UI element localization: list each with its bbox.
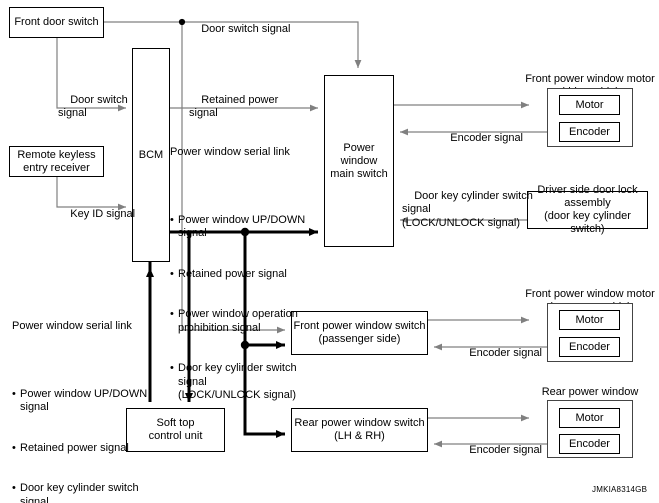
block-front-door-switch[interactable]: Front door switch bbox=[9, 7, 104, 38]
block-front-door-switch-label: Front door switch bbox=[14, 16, 99, 28]
block-encoder-passenger-label: Encoder bbox=[569, 340, 610, 353]
block-bcm-label: BCM bbox=[138, 148, 164, 161]
label-key-id-signal-text: Key ID signal bbox=[70, 207, 136, 220]
serial-link-upper-heading: Power window serial link bbox=[170, 146, 290, 158]
serial-link-upper: Power window serial link Power window UP… bbox=[170, 119, 320, 457]
block-encoder-rear[interactable]: Encoder bbox=[559, 434, 620, 454]
serial-link-lower: Power window serial link Power window UP… bbox=[12, 293, 162, 503]
figure-code: JMKIA8314GB bbox=[592, 485, 647, 494]
block-driver-side-door-lock-assembly[interactable]: Driver side door lock assembly (door key… bbox=[527, 184, 648, 235]
block-encoder-rear-label: Encoder bbox=[569, 437, 610, 450]
block-encoder-driver[interactable]: Encoder bbox=[559, 122, 620, 142]
list-item: Door key cylinder switch signal (LOCK/UN… bbox=[12, 482, 162, 503]
label-door-switch-signal: Door switch signal bbox=[58, 80, 128, 134]
block-soft-top-label: Soft top control unit bbox=[148, 417, 203, 442]
serial-link-lower-heading: Power window serial link bbox=[12, 320, 132, 332]
serial-link-upper-items: Power window UP/DOWN signal Retained pow… bbox=[170, 187, 320, 430]
block-motor-rear[interactable]: Motor bbox=[559, 408, 620, 428]
block-motor-rear-label: Motor bbox=[575, 411, 604, 424]
label-encoder-signal-passenger-text: Encoder signal bbox=[469, 346, 543, 359]
block-motor-driver[interactable]: Motor bbox=[559, 95, 620, 115]
block-rear-pw-switch-label: Rear power window switch (LH & RH) bbox=[294, 417, 425, 442]
list-item: Power window operation prohibition signa… bbox=[170, 308, 320, 335]
block-motor-passenger[interactable]: Motor bbox=[559, 310, 620, 330]
block-power-window-main-switch[interactable]: Power window main switch bbox=[324, 75, 394, 247]
label-door-switch-signal-top-text: Door switch signal bbox=[201, 22, 291, 35]
label-encoder-signal-driver-text: Encoder signal bbox=[450, 131, 524, 144]
block-remote-keyless-entry-receiver[interactable]: Remote keyless entry receiver bbox=[9, 146, 104, 177]
list-item: Door key cylinder switch signal (LOCK/UN… bbox=[170, 362, 320, 403]
block-pw-main-switch-label: Power window main switch bbox=[330, 141, 388, 180]
list-item: Retained power signal bbox=[170, 268, 320, 282]
block-encoder-passenger[interactable]: Encoder bbox=[559, 337, 620, 357]
label-door-switch-signal-text: Door switch signal bbox=[58, 93, 128, 120]
block-motor-passenger-label: Motor bbox=[575, 313, 604, 326]
label-retained-power-signal: Retained power signal bbox=[189, 80, 278, 134]
block-encoder-driver-label: Encoder bbox=[569, 125, 610, 138]
label-encoder-signal-rear: Encoder signal bbox=[457, 430, 542, 471]
junction-dot bbox=[178, 18, 186, 26]
list-item: Retained power signal bbox=[12, 442, 162, 456]
label-door-switch-signal-top: Door switch signal bbox=[189, 9, 291, 50]
label-encoder-signal-passenger: Encoder signal bbox=[457, 333, 542, 374]
block-remote-keyless-label: Remote keyless entry receiver bbox=[17, 148, 96, 174]
label-retained-power-signal-text: Retained power signal bbox=[189, 93, 279, 120]
block-bcm[interactable]: BCM bbox=[132, 48, 170, 262]
block-rear-power-window-switch[interactable]: Rear power window switch (LH & RH) bbox=[291, 408, 428, 452]
label-encoder-signal-driver: Encoder signal bbox=[438, 118, 523, 159]
list-item: Power window UP/DOWN signal bbox=[12, 388, 162, 415]
label-key-id-signal: Key ID signal bbox=[58, 194, 135, 235]
list-item: Power window UP/DOWN signal bbox=[170, 214, 320, 241]
block-motor-driver-label: Motor bbox=[575, 98, 604, 111]
label-door-key-cylinder-switch-signal: Door key cylinder switch signal (LOCK/UN… bbox=[402, 176, 533, 244]
label-door-key-cylinder-switch-signal-text: Door key cylinder switch signal (LOCK/UN… bbox=[402, 189, 533, 229]
block-soft-top-control-unit[interactable]: Soft top control unit bbox=[126, 408, 225, 452]
figure-code-text: JMKIA8314GB bbox=[592, 485, 648, 494]
block-driver-door-lock-label: Driver side door lock assembly (door key… bbox=[537, 184, 638, 235]
serial-link-lower-items: Power window UP/DOWN signal Retained pow… bbox=[12, 361, 162, 503]
label-encoder-signal-rear-text: Encoder signal bbox=[469, 443, 543, 456]
